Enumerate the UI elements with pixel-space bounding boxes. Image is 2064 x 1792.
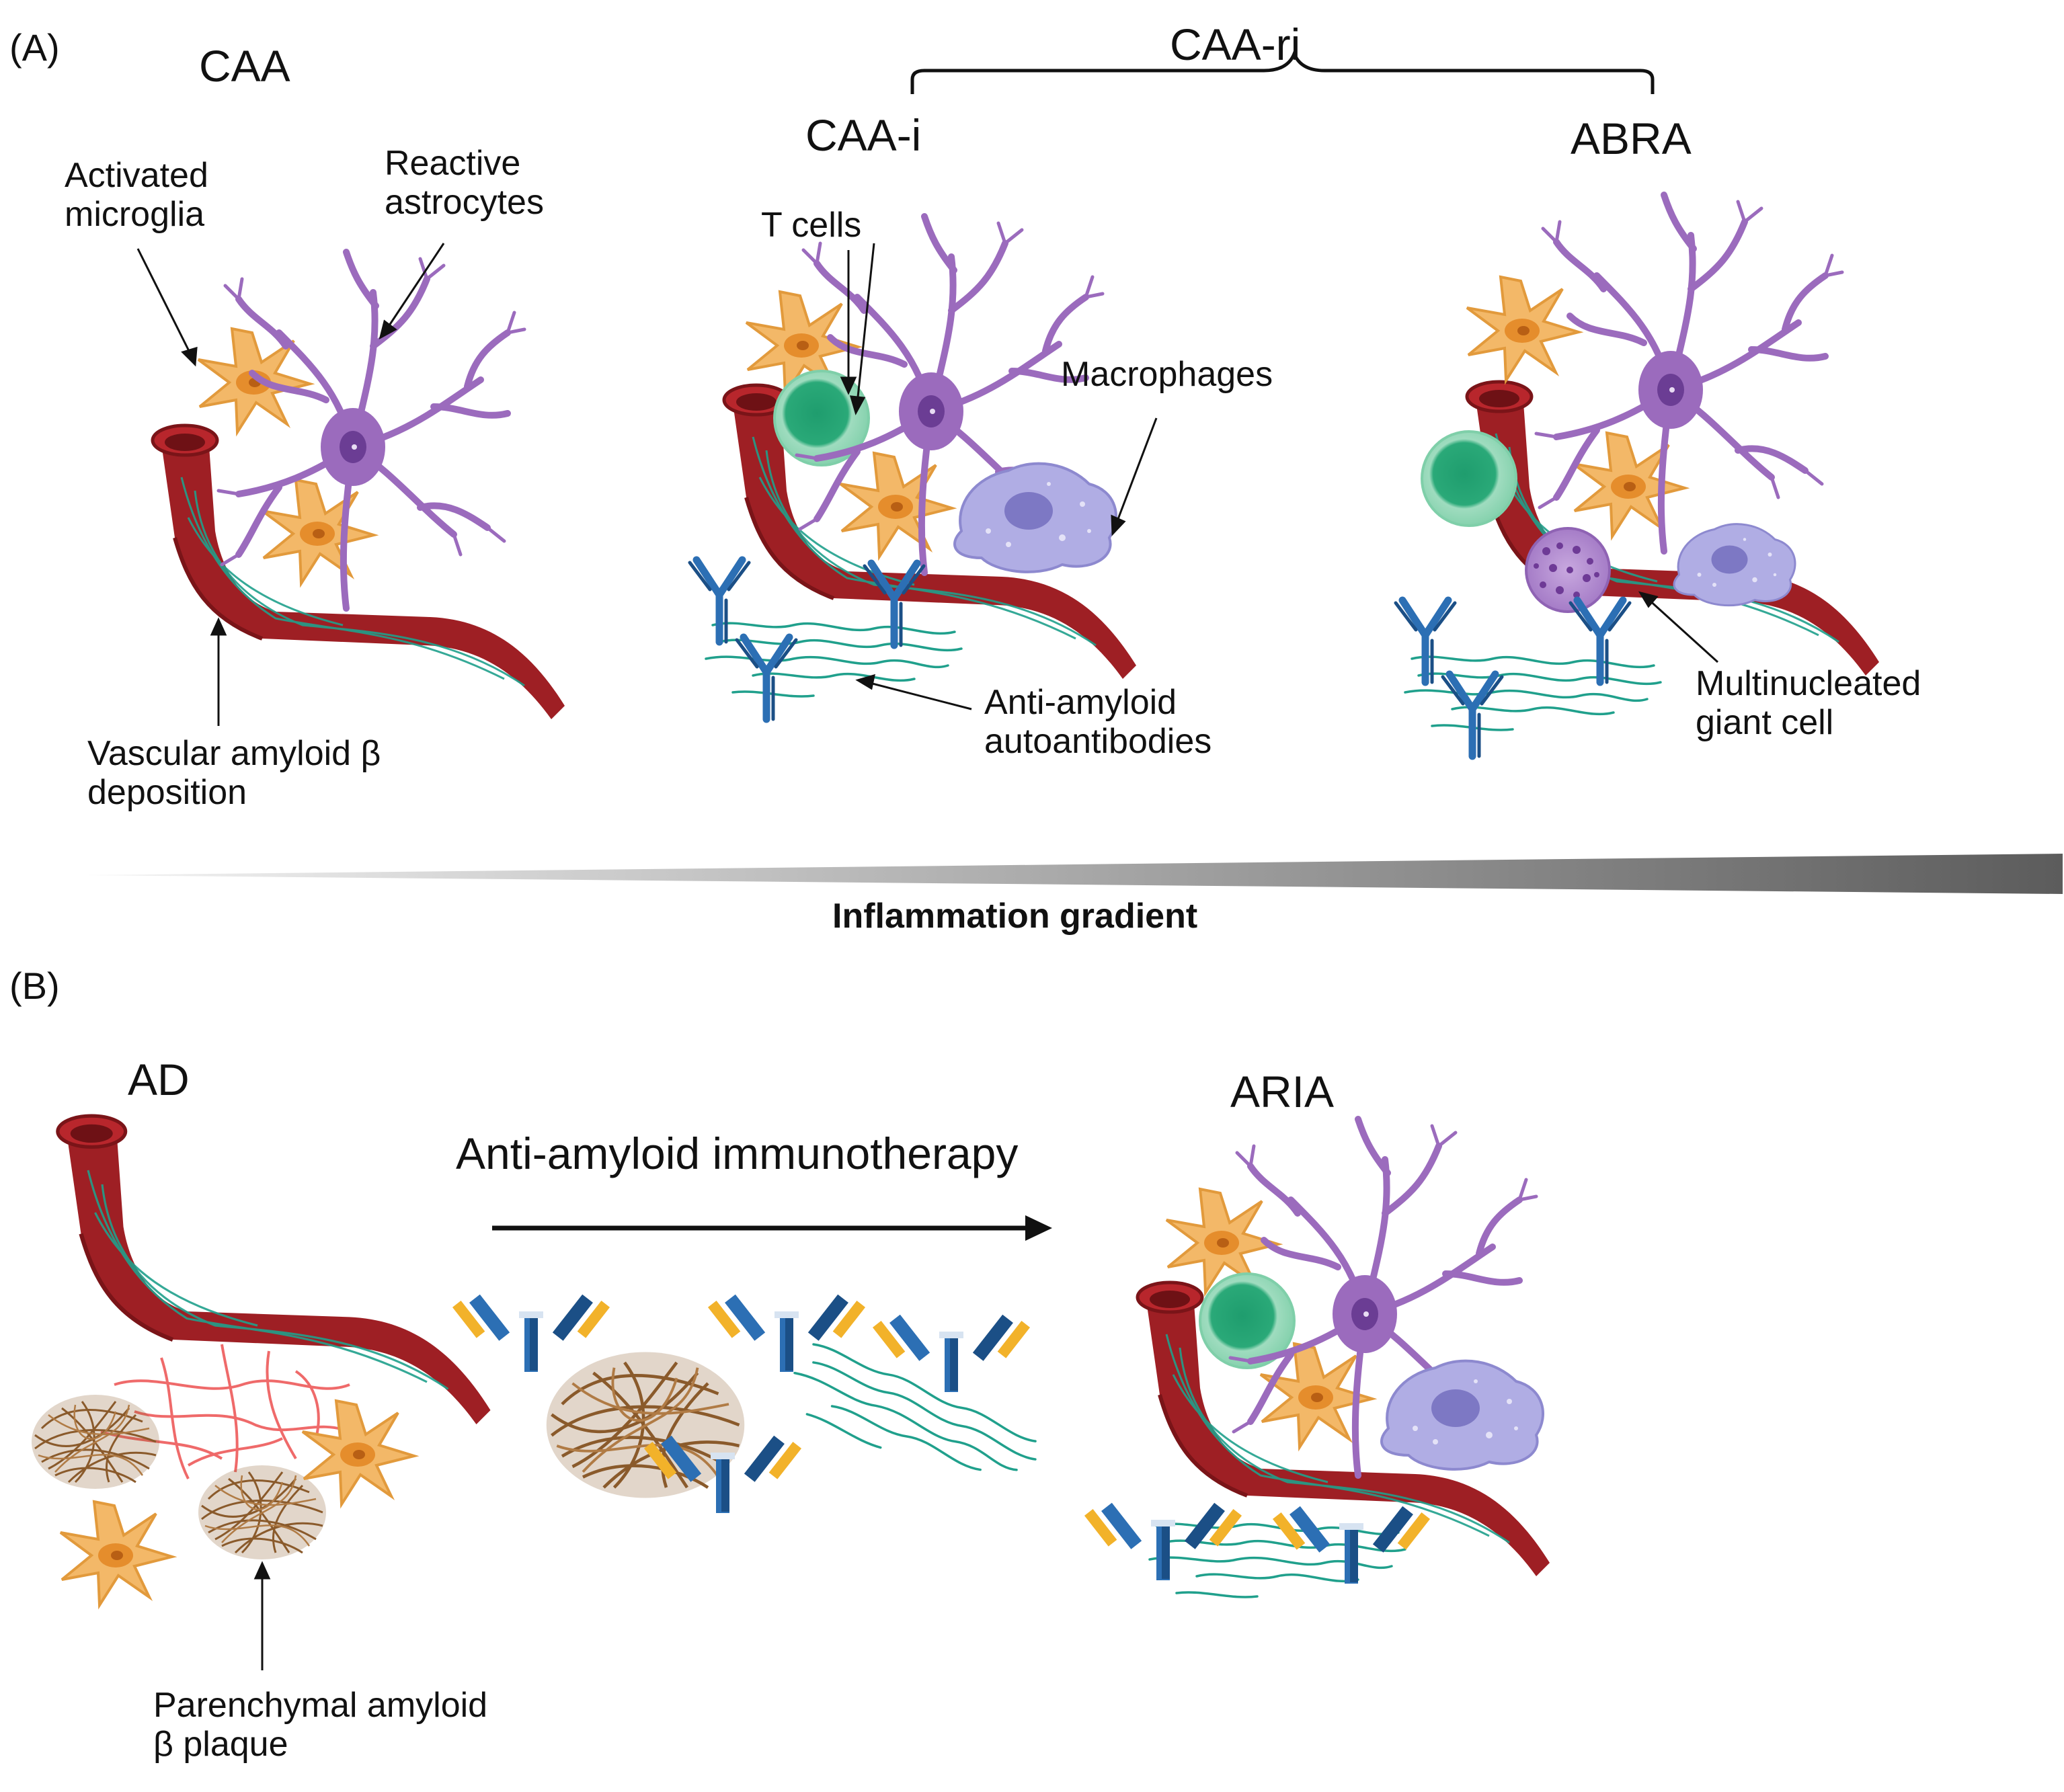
macrophage-icon — [953, 462, 1117, 573]
macrophages-label: Macrophages — [1061, 355, 1273, 394]
astrocyte-icon — [1572, 432, 1686, 538]
therapy-illustration — [452, 1289, 1046, 1513]
autoantibodies-label: Anti-amyloid autoantibodies — [984, 683, 1212, 762]
t-cell-icon — [1421, 430, 1517, 527]
ad-title: AD — [128, 1055, 190, 1104]
caa-i-title: CAA-i — [805, 110, 922, 160]
plaque-label: Parenchymal amyloid β plaque — [153, 1686, 488, 1764]
therapeutic-antibody-icon — [872, 1309, 1031, 1392]
red-fibrils-icon — [100, 1344, 350, 1479]
activated-microglia-label: Activated microglia — [65, 156, 208, 235]
neuron-icon — [1536, 195, 1842, 551]
plaque-icon — [547, 1352, 745, 1498]
autoantibody-icon — [1443, 674, 1502, 756]
ad-illustration — [30, 1116, 491, 1606]
blood-vessel-icon — [58, 1116, 491, 1424]
abra-illustration — [1396, 195, 1879, 756]
therapeutic-antibody-icon — [1272, 1500, 1431, 1584]
therapy-label: Anti-amyloid immunotherapy — [456, 1129, 1019, 1178]
panel-b-letter: (B) — [9, 965, 60, 1007]
caa-i-illustration — [690, 216, 1136, 719]
therapeutic-antibody-icon — [452, 1289, 610, 1372]
caa-ri-title: CAA-ri — [1170, 19, 1301, 69]
inflammation-gradient-bar — [87, 854, 2063, 894]
panel-a-letter: (A) — [9, 26, 60, 69]
amyloid-fibrils-icon — [1404, 655, 1662, 731]
giant-cell-label: Multinucleated giant cell — [1696, 664, 1921, 743]
aria-illustration — [1084, 1119, 1550, 1598]
autoantibody-icon — [690, 560, 749, 642]
astrocyte-icon — [839, 452, 953, 558]
abra-title: ABRA — [1571, 114, 1692, 163]
amyloid-fibrils-icon — [1148, 1522, 1406, 1598]
t-cells-label: T cells — [761, 206, 862, 245]
therapeutic-antibody-icon — [1084, 1497, 1242, 1580]
neuron-icon — [219, 252, 524, 608]
macrophage-icon — [1673, 523, 1796, 607]
aria-title: ARIA — [1230, 1067, 1335, 1116]
astrocyte-icon — [59, 1500, 173, 1606]
reactive-astrocytes-label: Reactive astrocytes — [385, 144, 544, 222]
vascular-deposition-label: Vascular amyloid β deposition — [87, 734, 381, 813]
caa-title: CAA — [199, 41, 290, 91]
caa-illustration — [153, 252, 565, 719]
amyloid-fibrils-icon — [779, 1338, 1046, 1505]
plaque-icon — [30, 1393, 161, 1490]
astrocyte-icon — [261, 479, 375, 585]
autoantibody-icon — [737, 637, 796, 719]
inflammation-gradient-label: Inflammation gradient — [832, 897, 1198, 936]
therapy-arrow — [492, 1215, 1052, 1241]
caa-ri-brace — [910, 49, 1655, 94]
annotation-arrows — [136, 243, 1719, 1670]
microglia-icon — [1466, 276, 1580, 382]
autoantibody-icon — [1571, 600, 1630, 682]
giant-cell-icon — [1525, 527, 1611, 613]
therapeutic-antibody-icon — [707, 1289, 866, 1372]
macrophage-icon — [1380, 1359, 1544, 1471]
autoantibody-icon — [1396, 600, 1455, 682]
